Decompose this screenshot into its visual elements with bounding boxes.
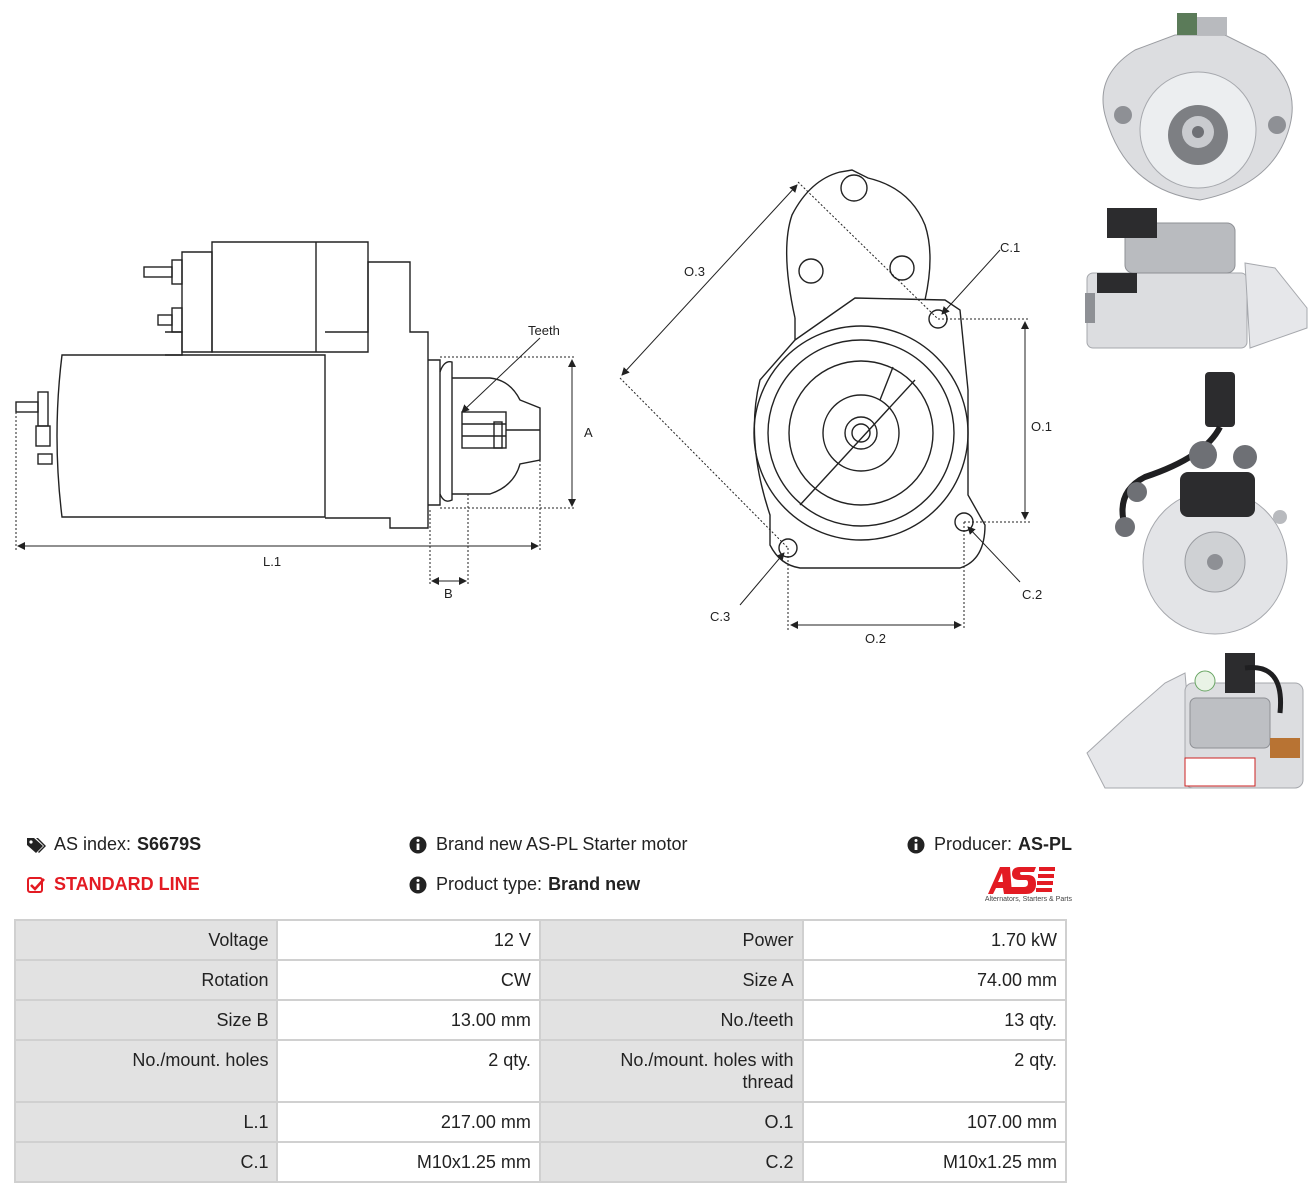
side-view	[15, 241, 541, 529]
spec-key: L.1	[13, 1101, 279, 1143]
product-line-label: STANDARD LINE	[54, 874, 200, 894]
product-type-label: Product type:	[436, 874, 543, 894]
label-c3: C.3	[710, 609, 730, 624]
spec-key: Size B	[13, 999, 279, 1041]
as-logo-mark	[988, 867, 1055, 894]
spec-value: M10x1.25 mm	[276, 1141, 541, 1183]
specification-table: Voltage 12 V Power 1.70 kW Rotation CW S…	[13, 919, 1068, 1183]
table-row: C.1 M10x1.25 mm C.2 M10x1.25 mm	[13, 1141, 1068, 1183]
table-row: Rotation CW Size A 74.00 mm	[13, 959, 1068, 1001]
label-l1: L.1	[263, 554, 281, 569]
spec-value: 1.70 kW	[801, 919, 1068, 961]
photo-rear-view[interactable]	[1085, 367, 1311, 637]
spec-value: 2 qty.	[276, 1039, 541, 1103]
label-o3: O.3	[684, 264, 705, 279]
info-circle-icon	[409, 876, 427, 893]
front-dimensions	[619, 181, 1030, 630]
product-photos	[1085, 5, 1311, 800]
check-square-icon	[27, 876, 45, 893]
tags-icon	[27, 837, 46, 853]
producer-label: Producer:	[934, 834, 1013, 854]
photo-side-view[interactable]	[1085, 203, 1311, 353]
spec-key: C.2	[538, 1141, 804, 1183]
description-text: Brand new AS-PL Starter motor	[436, 834, 688, 854]
spec-value: 217.00 mm	[276, 1101, 541, 1143]
as-index-label: AS index:	[54, 834, 132, 854]
producer-value: AS-PL	[1018, 834, 1073, 854]
spec-value: 2 qty.	[801, 1039, 1068, 1103]
spec-key: No./teeth	[538, 999, 804, 1041]
label-b: B	[444, 586, 453, 601]
as-index-value: S6679S	[137, 834, 202, 854]
product-info: AS index: S6679S STANDARD LINE Brand new…	[0, 820, 1080, 910]
label-c1: C.1	[1000, 240, 1020, 255]
as-pl-logo: Alternators, Starters & Parts	[962, 864, 1072, 908]
table-row: Voltage 12 V Power 1.70 kW	[13, 919, 1068, 961]
info-circle-icon	[907, 836, 925, 853]
spec-key: Rotation	[13, 959, 279, 1001]
label-o2: O.2	[865, 631, 886, 646]
info-circle-icon	[409, 836, 427, 853]
spec-value: 12 V	[276, 919, 541, 961]
description: Brand new AS-PL Starter motor	[408, 834, 687, 855]
spec-key: Voltage	[13, 919, 279, 961]
spec-value: 74.00 mm	[801, 959, 1068, 1001]
spec-value: M10x1.25 mm	[801, 1141, 1068, 1183]
front-view	[753, 169, 986, 569]
spec-value: 13 qty.	[801, 999, 1068, 1041]
spec-key: Size A	[538, 959, 804, 1001]
table-row: Size B 13.00 mm No./teeth 13 qty.	[13, 999, 1068, 1041]
product-line: STANDARD LINE	[26, 874, 200, 895]
photo-front-view[interactable]	[1085, 5, 1311, 205]
producer: Producer: AS-PL	[906, 834, 1072, 855]
label-c2: C.2	[1022, 587, 1042, 602]
spec-key: Power	[538, 919, 804, 961]
spec-value: CW	[276, 959, 541, 1001]
product-type-value: Brand new	[548, 874, 641, 894]
as-index: AS index: S6679S	[26, 834, 201, 855]
table-row: No./mount. holes 2 qty. No./mount. holes…	[13, 1039, 1068, 1103]
table-row: L.1 217.00 mm O.1 107.00 mm	[13, 1101, 1068, 1143]
photo-top-view[interactable]	[1085, 643, 1311, 798]
spec-key: O.1	[538, 1101, 804, 1143]
side-dimensions	[15, 337, 576, 585]
spec-key: No./mount. holes with thread	[538, 1039, 804, 1103]
label-teeth: Teeth	[528, 323, 560, 338]
label-a: A	[584, 425, 593, 440]
spec-key: No./mount. holes	[13, 1039, 279, 1103]
spec-key: C.1	[13, 1141, 279, 1183]
technical-drawing: Teeth A L.1 B O.3 C.1 O.1 C	[15, 169, 1052, 646]
spec-value: 13.00 mm	[276, 999, 541, 1041]
product-type: Product type: Brand new	[408, 874, 640, 895]
logo-tagline: Alternators, Starters & Parts	[984, 896, 1072, 903]
label-o1: O.1	[1031, 419, 1052, 434]
spec-value: 107.00 mm	[801, 1101, 1068, 1143]
